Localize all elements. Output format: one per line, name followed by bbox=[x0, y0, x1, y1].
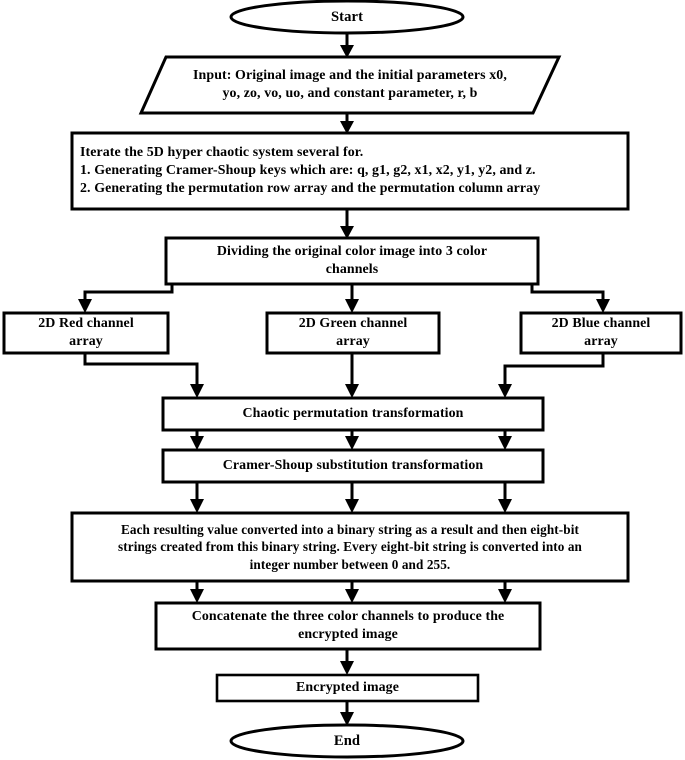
arrowhead-divide-to-green bbox=[345, 299, 359, 313]
arrowhead-permutation-to-substitution-left bbox=[190, 436, 204, 450]
arrowhead-binary-to-concatenate-right bbox=[498, 589, 512, 603]
arrowhead-iterate-to-divide bbox=[340, 226, 354, 239]
arrowhead-divide-to-blue bbox=[596, 299, 610, 313]
connector-red-to-permutation bbox=[83, 353, 199, 388]
concatenate-box-shape bbox=[154, 601, 542, 651]
substitution-box-shape bbox=[161, 448, 545, 484]
permutation-box-shape bbox=[161, 396, 545, 432]
arrowhead-encrypted-to-end bbox=[340, 712, 354, 726]
arrowhead-green-to-permutation bbox=[345, 384, 359, 398]
arrowhead-input-to-iterate bbox=[340, 121, 354, 134]
green-channel-box-shape bbox=[265, 311, 441, 355]
binary-convert-box-shape bbox=[70, 511, 630, 583]
end-terminator-shape bbox=[229, 723, 465, 759]
arrowhead-divide-to-red bbox=[78, 299, 92, 313]
connector-divide-to-blue bbox=[530, 284, 605, 303]
input-parallelogram-shape bbox=[138, 55, 562, 115]
connector-blue-to-permutation bbox=[503, 353, 605, 388]
arrowhead-red-to-permutation bbox=[190, 384, 204, 398]
encrypted-image-box-shape bbox=[215, 673, 480, 703]
red-channel-box-shape bbox=[2, 311, 170, 355]
iterate-box-shape bbox=[70, 131, 630, 211]
arrowhead-substitution-to-binary-left bbox=[190, 499, 204, 513]
arrowhead-binary-to-concatenate-left bbox=[190, 589, 204, 603]
connector-divide-to-red bbox=[83, 284, 174, 303]
start-terminator-shape bbox=[229, 0, 465, 35]
blue-channel-box-shape bbox=[519, 311, 683, 355]
arrowhead-start-to-input bbox=[340, 45, 354, 58]
arrowhead-blue-to-permutation bbox=[498, 384, 512, 398]
arrowhead-concatenate-to-encrypted bbox=[340, 661, 354, 675]
arrowhead-permutation-to-substitution-right bbox=[498, 436, 512, 450]
arrowhead-permutation-to-substitution-center bbox=[345, 436, 359, 450]
divide-box-shape bbox=[164, 236, 540, 286]
arrowhead-substitution-to-binary-right bbox=[498, 499, 512, 513]
arrowhead-substitution-to-binary-center bbox=[345, 499, 359, 513]
arrowhead-binary-to-concatenate-center bbox=[345, 589, 359, 603]
